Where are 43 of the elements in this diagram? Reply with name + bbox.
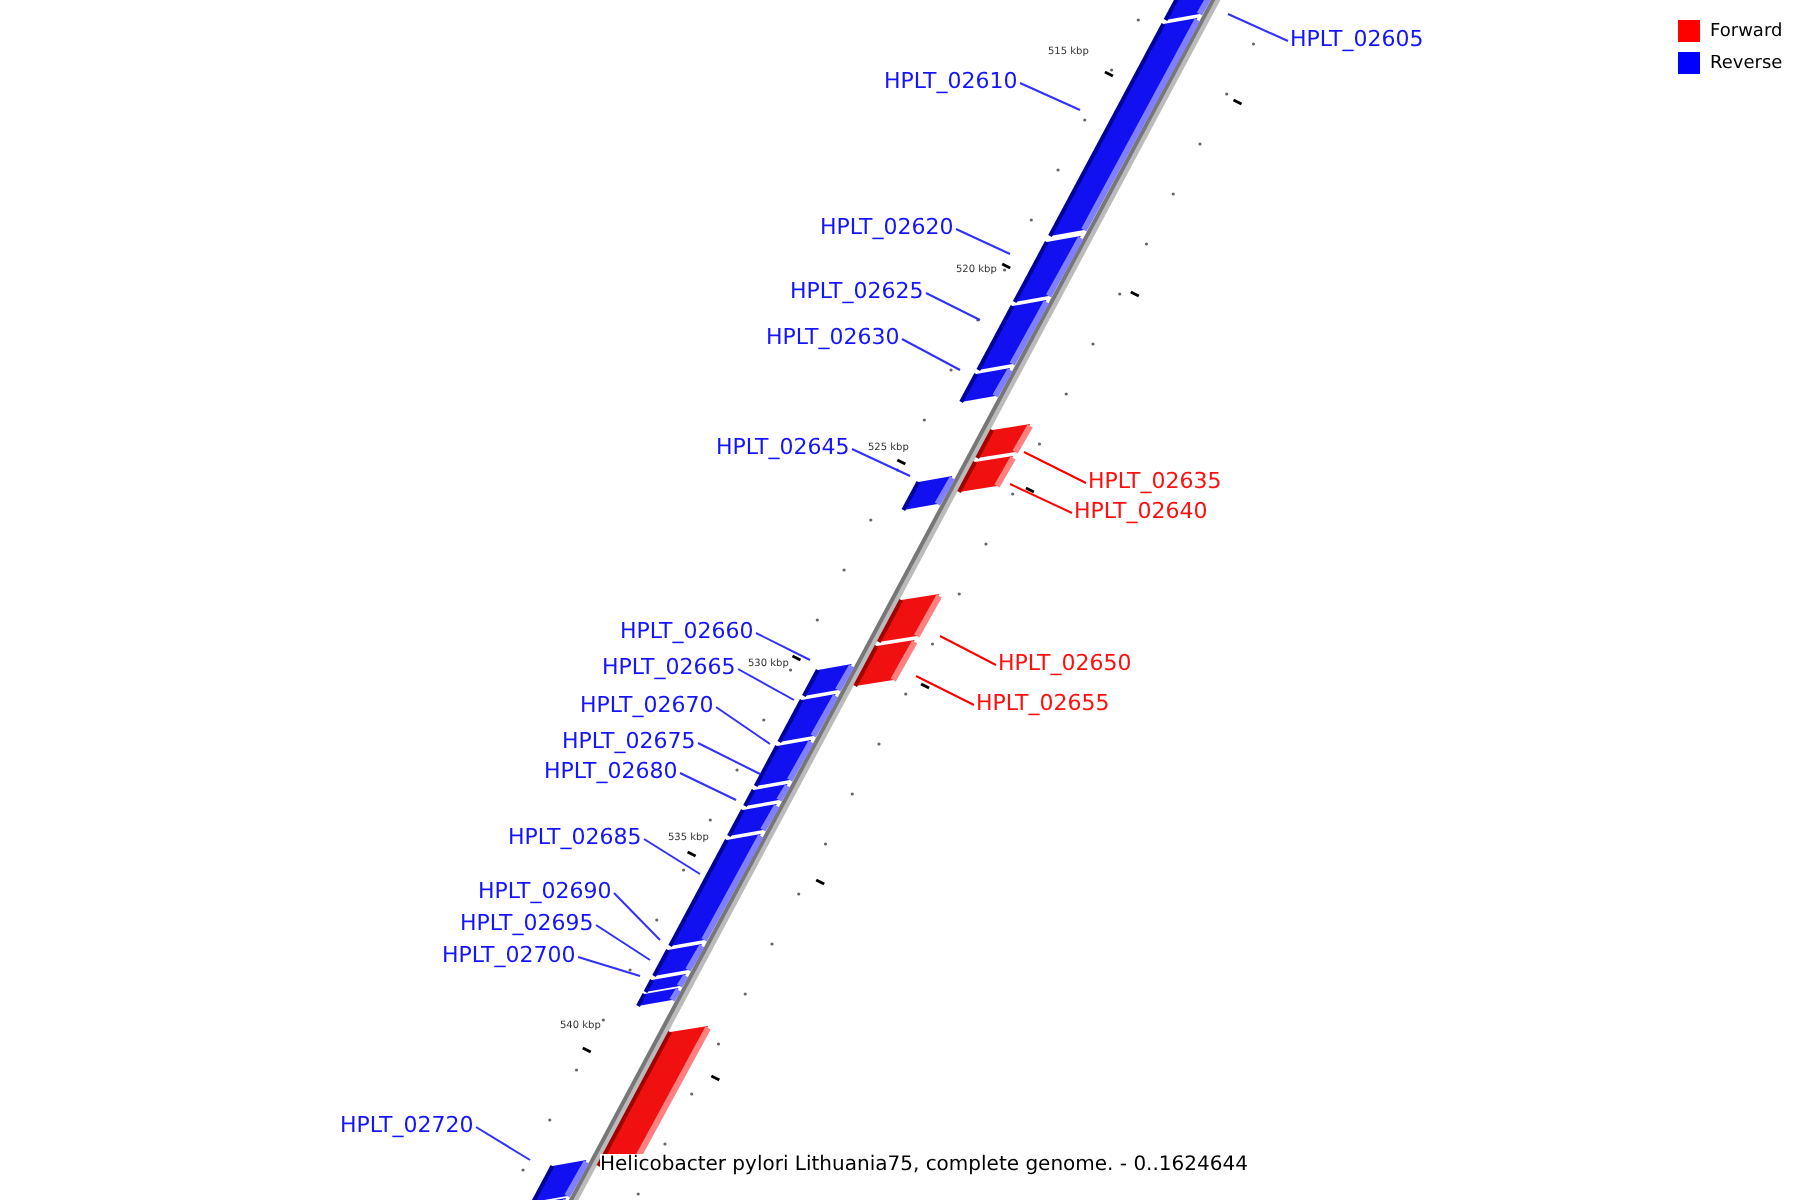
gene-label: HPLT_02630 [766,324,900,350]
gene-label: HPLT_02660 [620,618,754,644]
leader-line [1019,82,1081,111]
gene-label: HPLT_02635 [1088,468,1222,494]
gene-label: HPLT_02675 [562,728,696,754]
leader-line [1227,13,1289,42]
gene-label: HPLT_02670 [580,692,714,718]
leader-line [925,292,981,321]
gene-label: HPLT_02665 [602,654,736,680]
gene-label: HPLT_02605 [1290,26,1424,52]
legend-label: Forward [1710,20,1783,44]
gene-label: HPLT_02610 [884,68,1018,94]
leader-line [595,924,651,961]
caption: Helicobacter pylori Lithuania75, complete genome. - 0..1624644 [600,1154,1248,1176]
gene-label: HPLT_02700 [442,942,576,968]
legend-label: Reverse [1710,52,1783,76]
leader-line [697,742,761,775]
gene-label: HPLT_02695 [460,910,594,936]
leader-line [737,668,795,701]
leader-line [643,838,701,875]
leader-line [715,706,771,745]
gene-label: HPLT_02625 [790,278,924,304]
gene-label: HPLT_02640 [1074,498,1208,524]
leader-line [679,772,737,801]
leader-line [851,448,911,477]
leader-line [901,338,961,371]
gene-label: HPLT_02685 [508,824,642,850]
gene-label: HPLT_02655 [976,690,1110,716]
gene-label: HPLT_02720 [340,1112,474,1138]
leader-line [955,228,1011,255]
leader-line [1009,483,1073,514]
gene-label: HPLT_02645 [716,434,850,460]
leader-line [475,1126,531,1161]
leader-line [755,632,811,661]
leader-line [577,956,641,977]
leader-line [1023,451,1087,484]
gene-label: HPLT_02690 [478,878,612,904]
gene-label: HPLT_02680 [544,758,678,784]
leader-line [915,675,975,706]
leader-line [939,635,997,666]
gene-label: HPLT_02620 [820,214,954,240]
leader-line [613,892,661,941]
gene-label: HPLT_02650 [998,650,1132,676]
